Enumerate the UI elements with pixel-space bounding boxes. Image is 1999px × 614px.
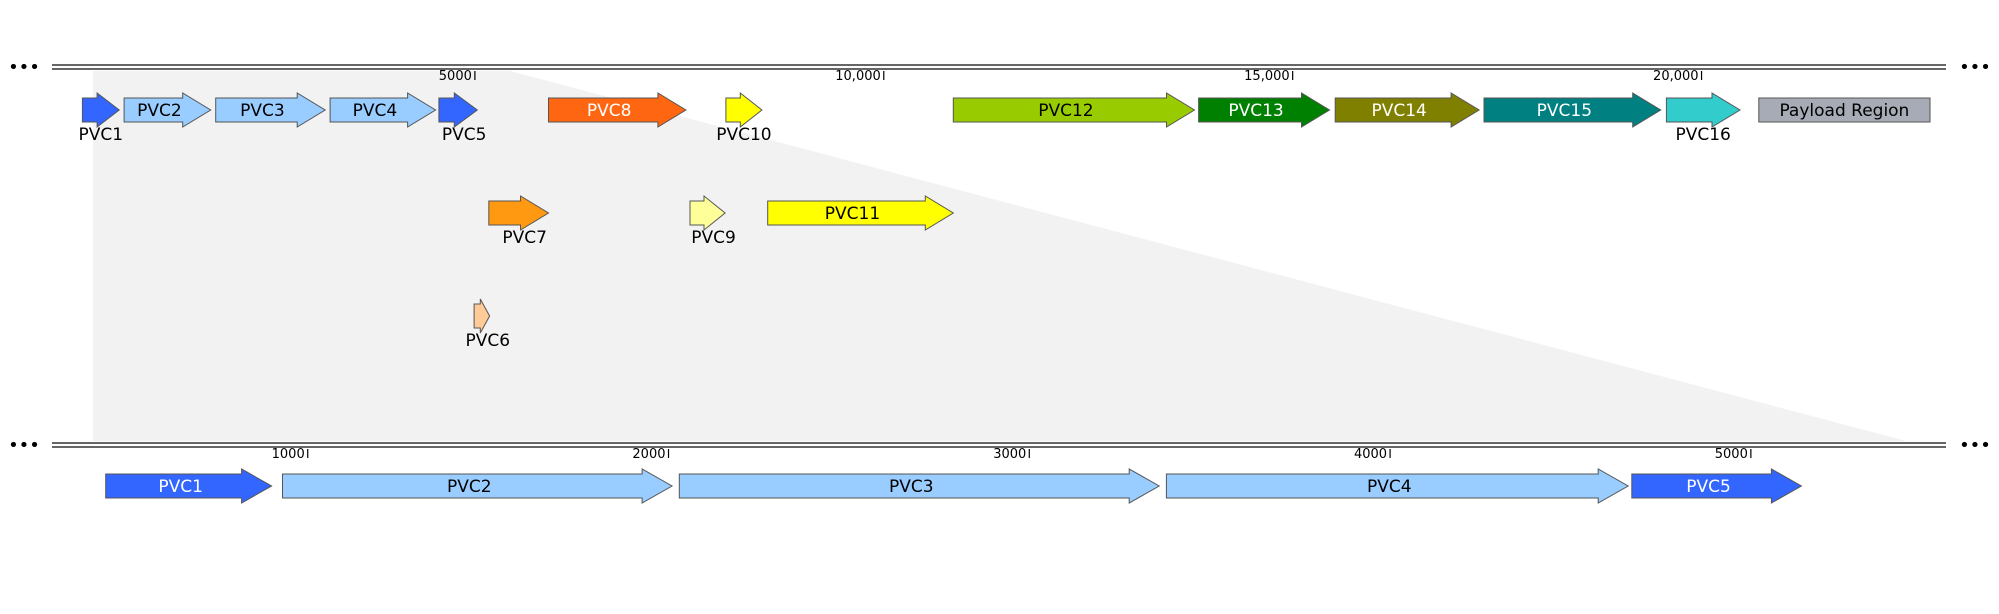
gene-pvc9[interactable]: PVC9 <box>689 194 736 248</box>
gene-label: PVC1 <box>78 125 123 145</box>
gene-arrow <box>1334 92 1481 128</box>
gene-pvc1-bottom[interactable]: PVC1 <box>105 468 273 504</box>
scale-tick-label: 3000 <box>993 447 1026 462</box>
gene-pvc15[interactable]: PVC15 <box>1483 92 1662 128</box>
gene-label: PVC6 <box>466 331 511 351</box>
gene-label: PVC7 <box>502 228 547 248</box>
gene-pvc7[interactable]: PVC7 <box>488 195 550 248</box>
feature-box <box>1758 97 1931 123</box>
gene-label: PVC14 <box>1371 101 1426 121</box>
gene-pvc3-top[interactable]: PVC3 <box>215 92 327 128</box>
zoom-region <box>92 71 1906 441</box>
gene-arrow <box>952 92 1196 128</box>
gene-arrow <box>329 92 437 128</box>
gene-pvc6[interactable]: PVC6 <box>466 298 511 351</box>
bottom-ticks: 1000 2000 3000 4000 5000 <box>272 447 1752 462</box>
top-ticks: 5000 10,000 15,000 20,000 <box>439 69 1703 84</box>
scale-tick-label: 5000 <box>1715 447 1748 462</box>
top-left-ellipsis: ••• <box>8 57 40 78</box>
gene-arrow <box>438 92 479 128</box>
scale-tick-label: 10,000 <box>835 69 881 84</box>
gene-arrow <box>1631 468 1803 504</box>
gene-arrow <box>473 298 491 334</box>
gene-label: PVC4 <box>1367 477 1412 497</box>
gene-pvc4-bottom[interactable]: PVC4 <box>1165 468 1630 504</box>
scale-tick-label: 2000 <box>632 447 665 462</box>
gene-payload-region[interactable]: Payload Region <box>1758 97 1931 123</box>
gene-arrow <box>123 92 212 128</box>
gene-label: PVC11 <box>825 204 880 224</box>
gene-label: PVC3 <box>240 101 285 121</box>
gene-arrow <box>1198 92 1331 128</box>
bottom-features: PVC1 PVC2 PVC3 PVC4 PVC5 <box>105 468 1803 504</box>
scale-tick-label: 1000 <box>272 447 305 462</box>
gene-pvc1-top[interactable]: PVC1 <box>78 91 123 145</box>
gene-pvc3-bottom[interactable]: PVC3 <box>678 468 1161 504</box>
top-right-ellipsis: ••• <box>1959 57 1991 78</box>
gene-arrow <box>215 92 327 128</box>
gene-label: PVC5 <box>442 125 487 145</box>
gene-arrow <box>767 195 955 231</box>
gene-arrow <box>1165 468 1630 504</box>
gene-label: PVC16 <box>1675 125 1730 145</box>
scale-tick-label: 15,000 <box>1244 69 1290 84</box>
gene-arrow <box>488 195 550 231</box>
gene-pvc12[interactable]: PVC12 <box>952 92 1196 128</box>
gene-pvc10[interactable]: PVC10 <box>716 91 772 145</box>
gene-label: PVC2 <box>447 477 492 497</box>
gene-arrow <box>725 91 763 129</box>
gene-arrow <box>1483 92 1662 128</box>
gene-pvc14[interactable]: PVC14 <box>1334 92 1481 128</box>
gene-label: Payload Region <box>1779 101 1909 121</box>
gene-arrow <box>81 91 121 129</box>
gene-pvc5-bottom[interactable]: PVC5 <box>1631 468 1803 504</box>
gene-arrow <box>105 468 273 504</box>
gene-label: PVC5 <box>1686 477 1731 497</box>
gene-label: PVC3 <box>889 477 934 497</box>
gene-label: PVC10 <box>716 125 771 145</box>
gene-pvc4-top[interactable]: PVC4 <box>329 92 437 128</box>
bottom-left-ellipsis: ••• <box>8 435 40 456</box>
gene-pvc11[interactable]: PVC11 <box>767 195 955 231</box>
gene-label: PVC15 <box>1537 101 1592 121</box>
gene-label: PVC8 <box>587 101 632 121</box>
gene-label: PVC2 <box>137 101 182 121</box>
scale-tick-label: 5000 <box>439 69 472 84</box>
scale-tick-label: 4000 <box>1354 447 1387 462</box>
gene-label: PVC12 <box>1038 101 1093 121</box>
gene-label: PVC9 <box>691 228 736 248</box>
gene-arrow <box>689 194 726 232</box>
gene-pvc5-top[interactable]: PVC5 <box>438 92 487 145</box>
gene-pvc8[interactable]: PVC8 <box>548 92 687 128</box>
gene-pvc2-top[interactable]: PVC2 <box>123 92 212 128</box>
gene-label: PVC4 <box>353 101 398 121</box>
gene-pvc13[interactable]: PVC13 <box>1198 92 1331 128</box>
scale-tick-label: 20,000 <box>1653 69 1699 84</box>
gene-pvc16[interactable]: PVC16 <box>1665 92 1741 145</box>
gene-label: PVC13 <box>1228 101 1283 121</box>
gene-label: PVC1 <box>158 477 203 497</box>
gene-arrow <box>548 92 687 128</box>
gene-arrow <box>678 468 1161 504</box>
gene-arrow <box>1665 92 1741 128</box>
gene-pvc2-bottom[interactable]: PVC2 <box>282 468 674 504</box>
bottom-right-ellipsis: ••• <box>1959 435 1991 456</box>
gene-arrow <box>282 468 674 504</box>
